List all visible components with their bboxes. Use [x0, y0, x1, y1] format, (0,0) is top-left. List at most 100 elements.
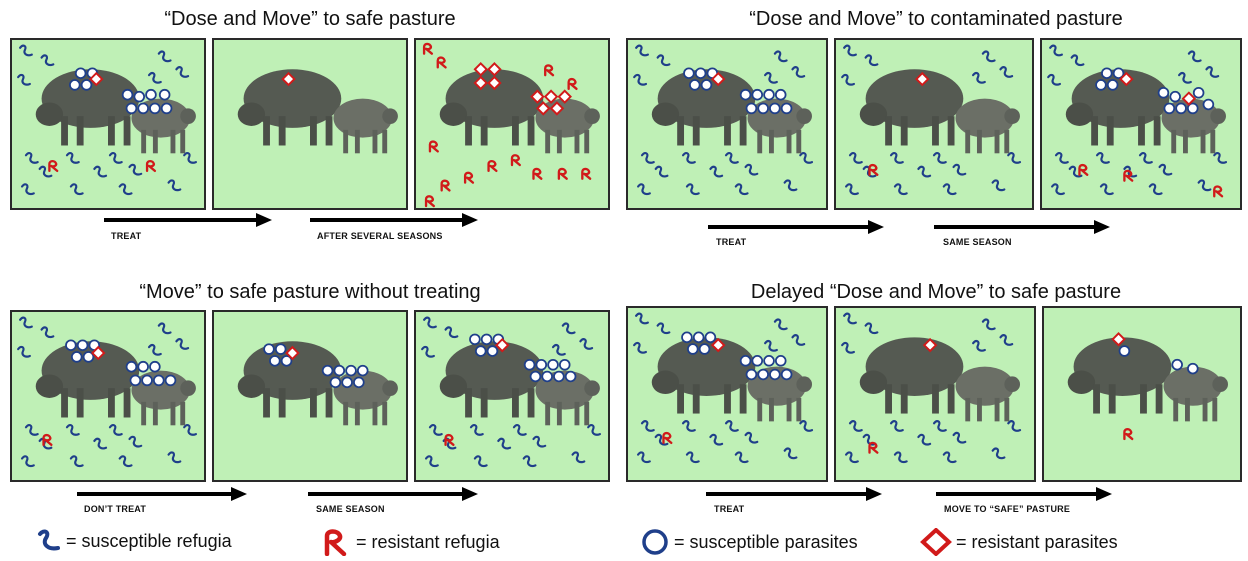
susceptible-parasite-icon: [1157, 86, 1170, 99]
susceptible-refugia-icon: [512, 424, 527, 436]
susceptible-refugia-icon: [845, 183, 859, 196]
adult-animal: [243, 341, 342, 400]
susceptible-refugia-icon: [724, 152, 739, 164]
susceptible-parasite-icon: [1187, 102, 1199, 115]
resistant-parasite-icon: [285, 345, 300, 361]
susceptible-refugia-icon: [38, 529, 60, 551]
susceptible-refugia-icon: [93, 165, 108, 178]
susceptible-refugia-icon: [635, 312, 649, 325]
susceptible-refugia-icon: [1095, 152, 1110, 164]
susceptible-parasite-icon: [698, 343, 711, 355]
susceptible-refugia-icon: [999, 334, 1014, 346]
susceptible-refugia-icon: [932, 420, 947, 432]
progress-arrow: [310, 213, 478, 227]
susceptible-parasite-icon: [469, 333, 481, 346]
susceptible-parasite-icon: [321, 364, 334, 377]
susceptible-refugia-icon: [864, 322, 879, 335]
susceptible-parasite-icon: [141, 374, 153, 387]
susceptible-refugia-icon: [783, 447, 798, 460]
susceptible-refugia-icon: [656, 322, 671, 335]
susceptible-parasite-icon: [1106, 79, 1119, 91]
adult-animal: [1073, 337, 1172, 396]
animal-group: [237, 69, 398, 154]
progress-arrow: [706, 487, 882, 501]
resistant-parasite-icon: [710, 71, 726, 87]
susceptible-refugia-icon: [681, 152, 696, 164]
pasture-panel: [10, 38, 206, 210]
resistant-parasite-icon: [473, 75, 488, 91]
animal-group: [859, 69, 1020, 154]
susceptible-parasite-icon: [1175, 102, 1187, 115]
susceptible-refugia-icon: [522, 455, 537, 468]
animal-group: [237, 341, 398, 426]
susceptible-parasite-icon: [1163, 102, 1176, 115]
animal-group: [1067, 337, 1228, 422]
susceptible-refugia-icon: [444, 326, 459, 339]
resistant-parasite-icon: [557, 89, 572, 104]
susceptible-refugia-icon: [65, 152, 80, 164]
susceptible-refugia-icon: [981, 50, 996, 63]
susceptible-parasite-icon: [74, 67, 87, 79]
susceptible-refugia-icon: [108, 424, 123, 436]
susceptible-refugia-icon: [128, 163, 143, 176]
susceptible-refugia-icon: [681, 420, 696, 432]
pasture-panel: [1040, 38, 1242, 210]
susceptible-refugia-icon: [1047, 73, 1062, 86]
susceptible-refugia-icon: [118, 183, 133, 196]
susceptible-refugia-icon: [971, 71, 986, 84]
susceptible-parasite-icon: [1101, 67, 1113, 79]
resistant-parasite-icon: [543, 89, 559, 104]
progress-arrow: [934, 220, 1110, 234]
susceptible-refugia-icon: [1178, 71, 1192, 84]
susceptible-refugia-icon: [848, 152, 863, 164]
legend-label: = susceptible refugia: [66, 530, 232, 551]
susceptible-refugia-icon: [40, 326, 55, 339]
pasture-panel: [212, 310, 408, 482]
susceptible-parasite-icon: [1118, 345, 1131, 357]
susceptible-parasite-icon: [341, 376, 353, 389]
susceptible-refugia-icon: [636, 451, 651, 464]
susceptible-parasite-icon: [769, 102, 781, 115]
susceptible-parasite-icon: [137, 360, 149, 373]
susceptible-parasite-icon: [1171, 358, 1183, 371]
susceptible-parasite-icon: [121, 88, 134, 101]
resistant-parasite-icon: [710, 337, 726, 353]
arrow-caption: DON’T TREAT: [84, 504, 147, 514]
susceptible-parasite-icon: [333, 364, 346, 377]
susceptible-parasite-icon: [125, 360, 138, 373]
susceptible-parasite-icon: [125, 102, 138, 115]
susceptible-parasite-icon: [745, 368, 758, 381]
susceptible-refugia-icon: [656, 54, 671, 67]
susceptible-refugia-icon: [1070, 54, 1085, 67]
susceptible-refugia-icon: [942, 451, 957, 464]
susceptible-refugia-icon: [942, 183, 957, 196]
susceptible-refugia-icon: [38, 165, 53, 178]
susceptible-refugia-icon: [20, 455, 35, 468]
susceptible-refugia-icon: [841, 341, 855, 354]
susceptible-refugia-icon: [469, 424, 484, 436]
arrow-caption: SAME SEASON: [943, 237, 1012, 247]
susceptible-refugia-icon: [1007, 420, 1022, 432]
susceptible-refugia-icon: [175, 338, 190, 350]
legend-label: = resistant parasites: [956, 531, 1118, 552]
progress-arrow: [77, 487, 247, 501]
susceptible-refugia-icon: [783, 179, 798, 192]
susceptible-refugia-icon: [1197, 179, 1212, 192]
legend-item: = resistant refugia: [322, 528, 500, 556]
resistant-refugia-icon: [1123, 428, 1134, 441]
pasture-panel: [212, 38, 408, 210]
susceptible-parasite-icon: [564, 370, 577, 383]
susceptible-parasite-icon: [137, 102, 149, 115]
arrow-caption: AFTER SEVERAL SEASONS: [317, 231, 443, 241]
resistant-parasite-icon: [1181, 91, 1197, 106]
resistant-parasite-icon: [90, 345, 106, 361]
resistant-parasite-icon: [922, 337, 938, 353]
susceptible-parasite-icon: [751, 355, 764, 367]
susceptible-refugia-icon: [1187, 50, 1202, 63]
susceptible-parasite-icon: [1192, 86, 1205, 99]
progress-arrow: [104, 213, 272, 227]
susceptible-parasite-icon: [145, 88, 157, 101]
resistant-refugia-icon: [145, 159, 157, 173]
susceptible-parasite-icon: [329, 376, 342, 389]
susceptible-refugia-icon: [147, 71, 162, 84]
